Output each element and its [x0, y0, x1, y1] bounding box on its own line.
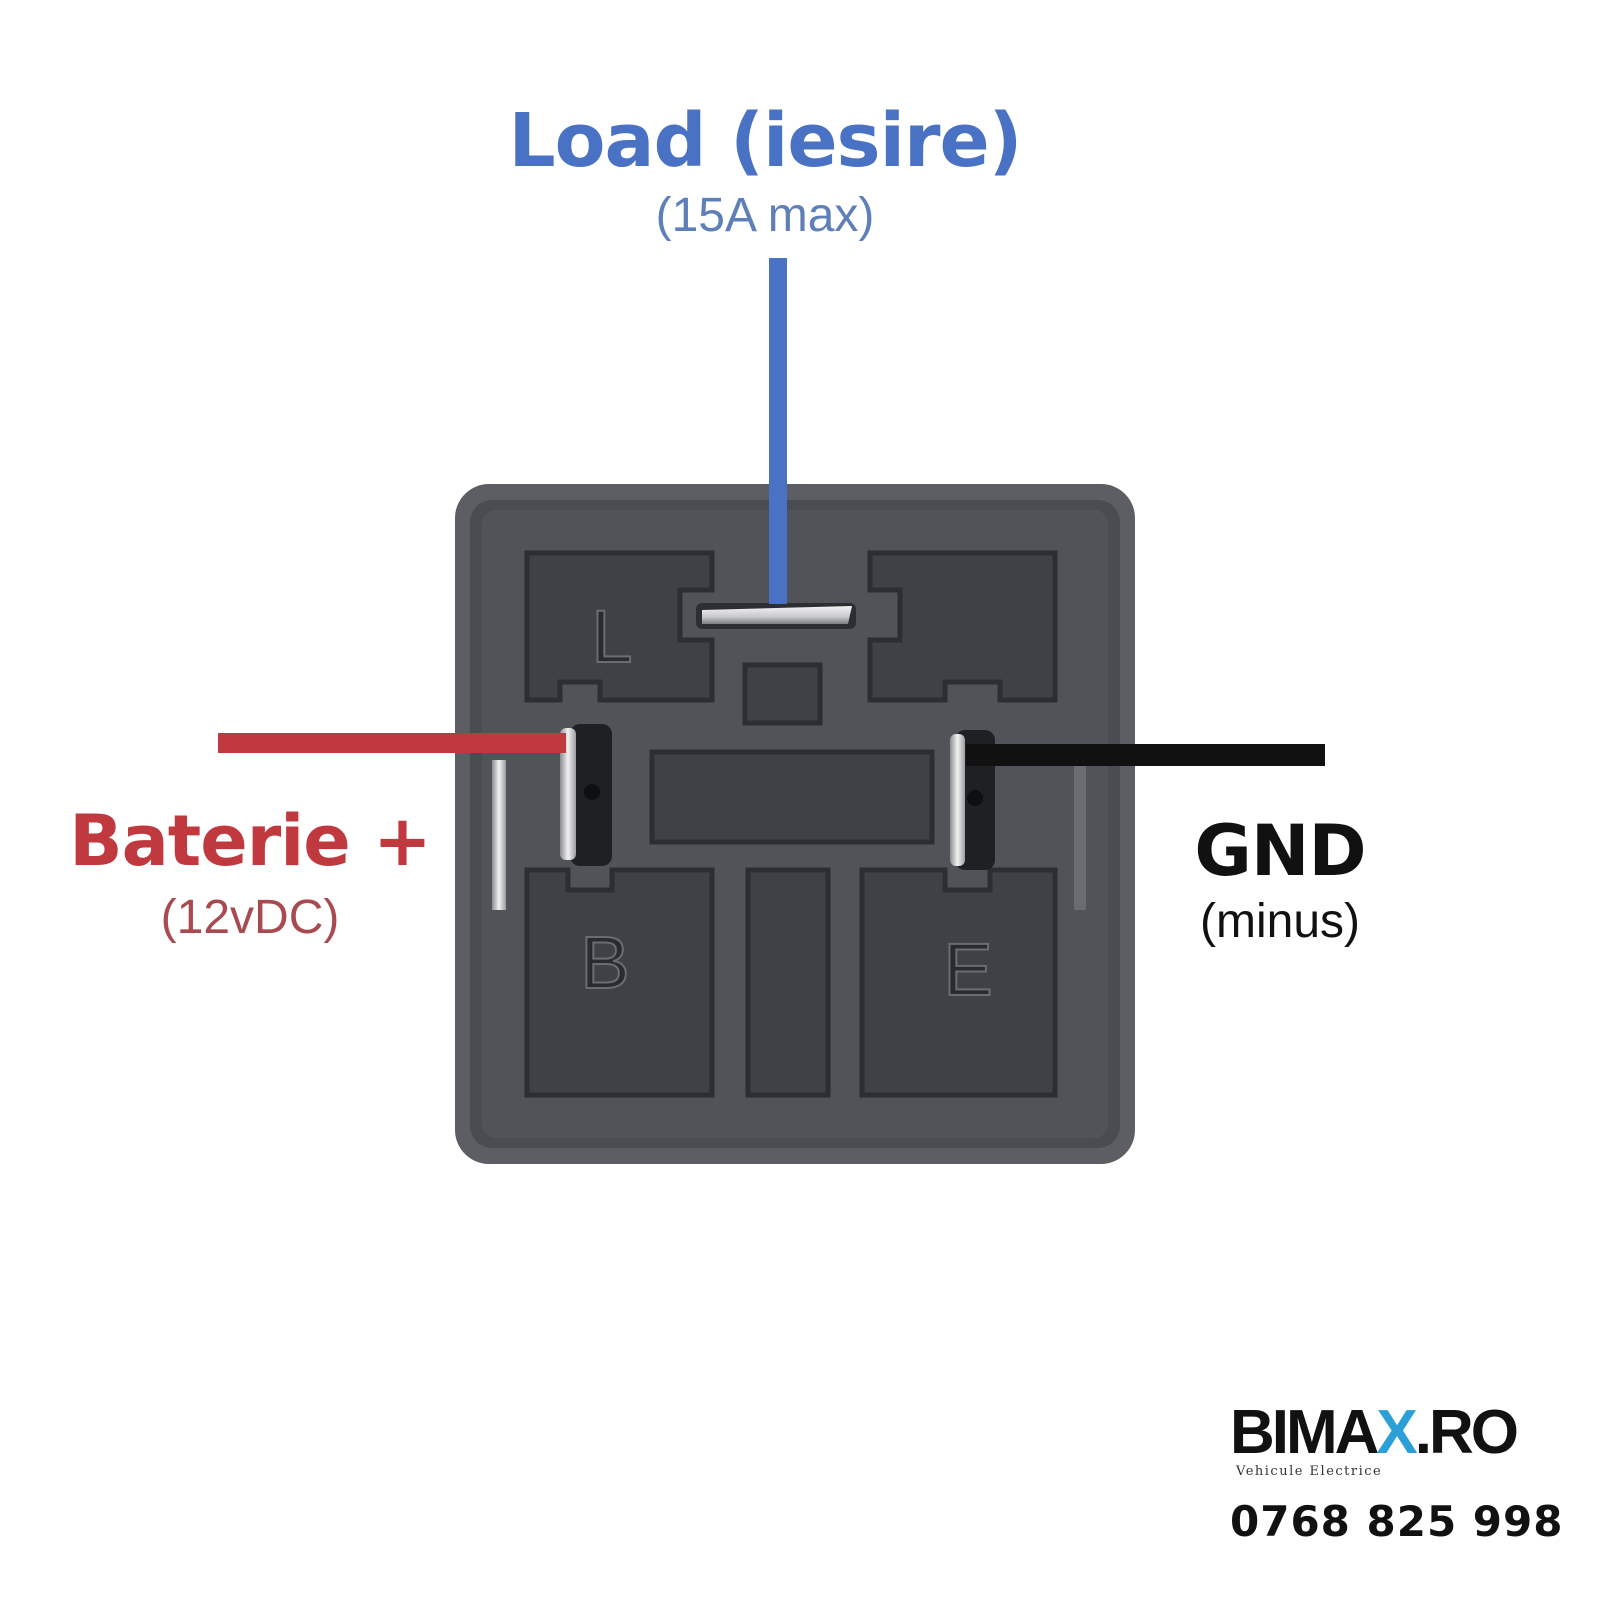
pin-letter-e: E [943, 928, 992, 1011]
housing-cavities [524, 550, 1058, 1098]
pin-letter-l: L [591, 595, 632, 678]
load-label: Load (iesire) [508, 98, 1023, 184]
brand-name-suffix: .RO [1414, 1398, 1519, 1467]
brand-phone: 0768 825 998 [1230, 1497, 1564, 1546]
load-current-rating: (15A max) [655, 189, 875, 242]
side-ribs [492, 760, 1086, 910]
brand-name-x: X [1376, 1398, 1417, 1467]
brand-logo: BIMAX.RO [1230, 1400, 1570, 1466]
ground-label: GND [1194, 810, 1366, 892]
terminal-load [696, 603, 856, 629]
battery-voltage: (12vDC) [160, 891, 340, 944]
brand-block: BIMAX.RO Vehicule Electrice 0768 825 998 [1230, 1400, 1570, 1547]
pin-letter-b: B [580, 921, 629, 1004]
brand-name-prefix: BIMA [1230, 1398, 1379, 1467]
brand-tagline: Vehicule Electrice [1236, 1464, 1383, 1479]
battery-label: Baterie + [69, 800, 432, 882]
pin-letter-group: L B E [579, 594, 993, 1012]
ground-description: (minus) [1199, 895, 1360, 948]
terminal-battery [560, 724, 612, 866]
